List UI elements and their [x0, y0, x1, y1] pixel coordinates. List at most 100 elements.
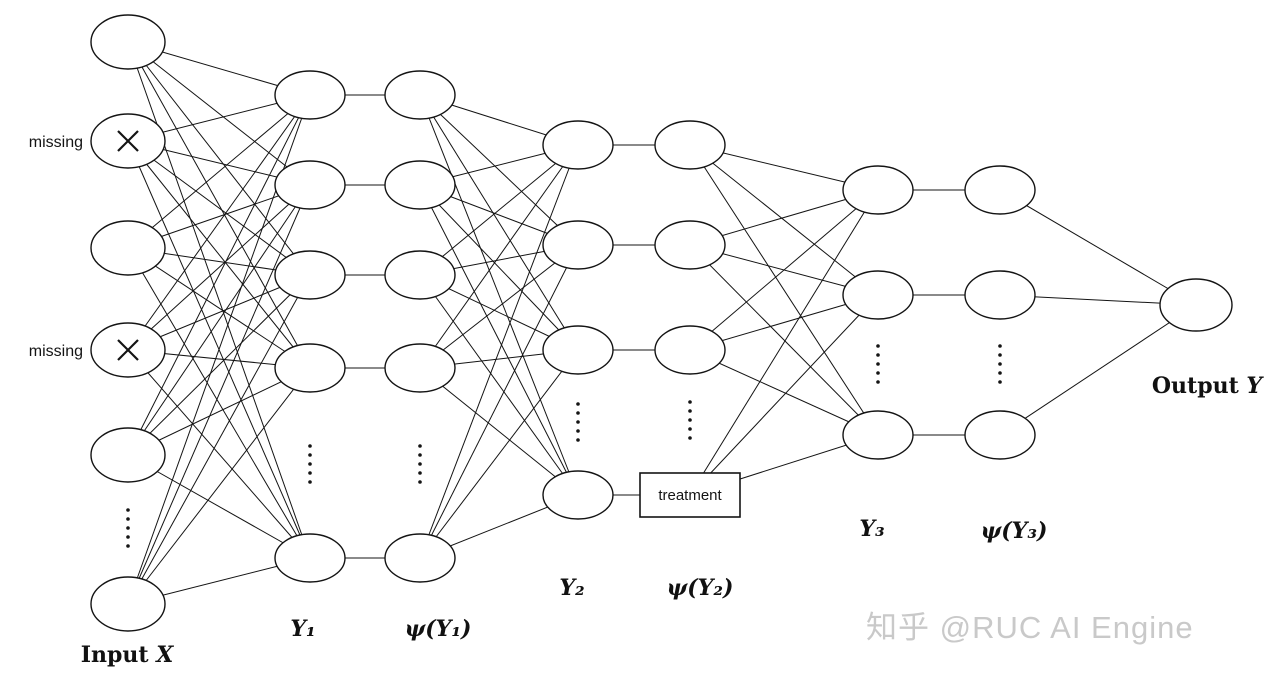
- neuron: [654, 120, 726, 170]
- neuron: [542, 325, 614, 375]
- edge: [127, 367, 311, 605]
- edge: [127, 184, 311, 605]
- vertical-ellipsis-dot: [688, 427, 692, 431]
- edge: [419, 144, 579, 559]
- vertical-ellipsis-dot: [998, 344, 1002, 348]
- vertical-ellipsis-dot: [576, 402, 580, 406]
- vertical-ellipsis-dot: [998, 362, 1002, 366]
- treatment-box: [639, 472, 741, 518]
- edge: [127, 349, 311, 559]
- vertical-ellipsis-dot: [126, 508, 130, 512]
- edge: [127, 247, 311, 369]
- edge: [999, 304, 1197, 436]
- neuron: [274, 343, 346, 393]
- neuron: [274, 70, 346, 120]
- vertical-ellipsis-dot: [688, 436, 692, 440]
- edge: [689, 144, 879, 436]
- layer-label-psi_y2: ψ(Y₂): [667, 575, 734, 601]
- neuron: [384, 70, 456, 120]
- vertical-ellipsis-dot: [126, 544, 130, 548]
- neuron: [1159, 278, 1233, 332]
- vertical-ellipsis-dot: [688, 400, 692, 404]
- vertical-ellipsis-dot: [576, 420, 580, 424]
- edge: [419, 184, 579, 496]
- vertical-ellipsis-dot: [126, 517, 130, 521]
- layer-y2: Y₂: [542, 120, 614, 601]
- edge: [419, 349, 579, 559]
- layer-label-psi_y3: ψ(Y₃): [981, 518, 1048, 544]
- vertical-ellipsis-dot: [308, 453, 312, 457]
- neuron: [964, 165, 1036, 215]
- neuron: [964, 410, 1036, 460]
- edge: [127, 94, 311, 351]
- edge: [419, 244, 579, 369]
- neuron: [90, 576, 166, 632]
- layer-y1: Y₁: [274, 70, 346, 642]
- layer-psi_y1: ψ(Y₁): [384, 70, 472, 642]
- vertical-ellipsis-dot: [576, 411, 580, 415]
- neuron: [384, 160, 456, 210]
- vertical-ellipsis-dot: [126, 526, 130, 530]
- edge: [999, 189, 1197, 306]
- vertical-ellipsis-dot: [308, 462, 312, 466]
- watermark: 知乎 @RUC AI Engine: [866, 610, 1194, 645]
- edge: [419, 144, 579, 369]
- layer-label-y2: Y₂: [559, 575, 584, 601]
- vertical-ellipsis-dot: [418, 480, 422, 484]
- neuron: [274, 160, 346, 210]
- neuron: [384, 533, 456, 583]
- vertical-ellipsis-dot: [576, 429, 580, 433]
- neuron: [90, 427, 166, 483]
- edge: [419, 244, 579, 559]
- neuron: [542, 220, 614, 270]
- neuron: [384, 250, 456, 300]
- vertical-ellipsis-dot: [576, 438, 580, 442]
- edge: [689, 349, 879, 436]
- layer-label-y1: Y₁: [290, 616, 315, 642]
- edge: [419, 367, 579, 496]
- neuron: [384, 343, 456, 393]
- layer-psi_y2: treatment ψ(Y₂): [639, 120, 741, 601]
- vertical-ellipsis-dot: [998, 353, 1002, 357]
- vertical-ellipsis-dot: [688, 418, 692, 422]
- edge: [419, 94, 579, 351]
- edge: [419, 94, 579, 496]
- vertical-ellipsis-dot: [998, 380, 1002, 384]
- neuron: [90, 220, 166, 276]
- missing-annotation: missing: [29, 134, 83, 151]
- edge: [127, 94, 311, 456]
- layer-y3: Y₃: [842, 165, 914, 542]
- treatment-label: treatment: [658, 487, 722, 504]
- edge: [419, 184, 579, 351]
- vertical-ellipsis-dot: [418, 453, 422, 457]
- edge: [127, 274, 311, 456]
- vertical-ellipsis-dot: [876, 371, 880, 375]
- layer-label-psi_y1: ψ(Y₁): [405, 616, 472, 642]
- neuron: [274, 533, 346, 583]
- edge: [127, 184, 311, 351]
- vertical-ellipsis-dot: [308, 471, 312, 475]
- neuron: [964, 270, 1036, 320]
- layer-output: Output Y: [1152, 278, 1264, 399]
- neuron: [274, 250, 346, 300]
- vertical-ellipsis-dot: [308, 444, 312, 448]
- edge: [127, 247, 311, 559]
- layer-label-input: Input X: [81, 642, 175, 668]
- layer-label-y3: Y₃: [859, 516, 885, 542]
- edge: [127, 184, 311, 456]
- vertical-ellipsis-dot: [876, 362, 880, 366]
- vertical-ellipsis-dot: [876, 344, 880, 348]
- neuron: [542, 470, 614, 520]
- edge: [127, 41, 311, 369]
- edge: [127, 274, 311, 605]
- missing-annotation: missing: [29, 343, 83, 360]
- edge: [127, 41, 311, 559]
- edge: [127, 454, 311, 559]
- neuron: [542, 120, 614, 170]
- edge: [127, 41, 311, 276]
- neuron: [90, 14, 166, 70]
- edge: [689, 144, 879, 296]
- edge: [419, 274, 579, 496]
- vertical-ellipsis-dot: [688, 409, 692, 413]
